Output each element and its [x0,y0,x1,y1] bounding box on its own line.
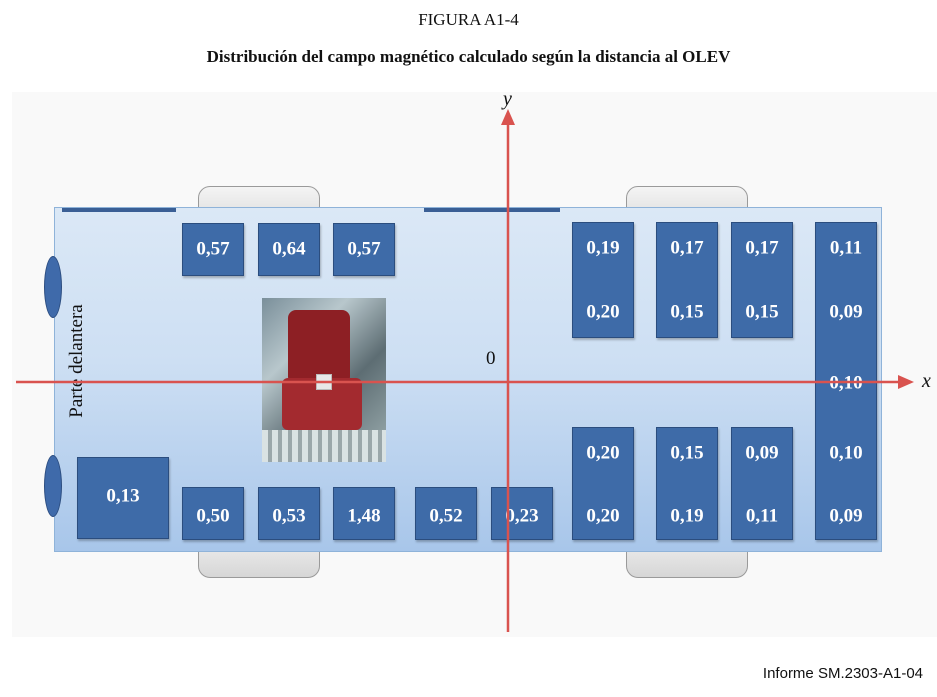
reading-rear-top-2b: 0,15 [670,301,704,323]
reading-rear-top-3b: 0,15 [745,301,779,323]
sensor-rear-top-col-1 [572,222,634,338]
reading-back-1: 0,11 [829,237,863,259]
reading-bottom-2: 0,53 [272,505,306,527]
sensor-bottom-2 [258,487,320,540]
sensor-rear-top-col-3 [731,222,793,338]
sensor-front-top-1 [182,223,244,276]
headlight-top [44,256,62,318]
reading-rear-top-3a: 0,17 [745,237,779,259]
y-axis-label: y [503,88,512,110]
figure-label: FIGURA A1-4 [418,10,519,29]
x-axis-arrow [898,375,914,389]
reading-rear-top-2a: 0,17 [670,237,704,259]
reading-bottom-3: 1,48 [347,505,381,527]
sensor-bottom-1 [182,487,244,540]
reading-front-bottom-left: 0,13 [106,485,140,507]
sensor-rear-bottom-col-1 [572,427,634,540]
reading-front-top-2: 0,64 [272,238,306,260]
seat-back [288,310,350,380]
sensor-rear-bottom-col-3 [731,427,793,540]
sensor-rear-bottom-col-2 [656,427,718,540]
reading-back-4: 0,10 [829,442,863,464]
sensor-front-bottom-left [77,457,169,539]
origin-label: 0 [486,348,496,369]
reading-rear-bottom-2a: 0,15 [670,442,704,464]
reading-bottom-1: 0,50 [196,505,230,527]
x-axis-label: x [922,370,931,392]
sensor-rear-top-col-2 [656,222,718,338]
reading-rear-bottom-1b: 0,20 [586,505,620,527]
reading-rear-bottom-2b: 0,19 [670,505,704,527]
source-note: Informe SM.2303-A1-04 [762,665,923,682]
reading-rear-bottom-3a: 0,09 [745,442,779,464]
reading-rear-bottom-1a: 0,20 [586,442,620,464]
reading-front-top-1: 0,57 [196,238,230,260]
reading-front-top-3: 0,57 [347,238,381,260]
sensor-bottom-5 [491,487,553,540]
reading-bottom-4: 0,52 [429,505,463,527]
door-middle [424,208,560,212]
figure-title: Distribución del campo magnético calcula… [206,47,731,66]
reading-rear-top-1a: 0,19 [586,237,620,259]
reading-bottom-5: 0,23 [505,505,539,527]
sensor-front-top-2 [258,223,320,276]
headlight-bottom [44,455,62,517]
sensor-bottom-4 [415,487,477,540]
reading-back-2: 0,09 [829,301,863,323]
door-front [62,208,176,212]
sensor-front-top-3 [333,223,395,276]
reading-rear-bottom-3b: 0,11 [745,505,779,527]
floor-grating [262,430,386,462]
bus-seat-photo [262,298,386,462]
reading-rear-top-1b: 0,20 [586,301,620,323]
reading-back-5: 0,09 [829,505,863,527]
sensor-bottom-3 [333,487,395,540]
y-axis-arrow [501,109,515,125]
